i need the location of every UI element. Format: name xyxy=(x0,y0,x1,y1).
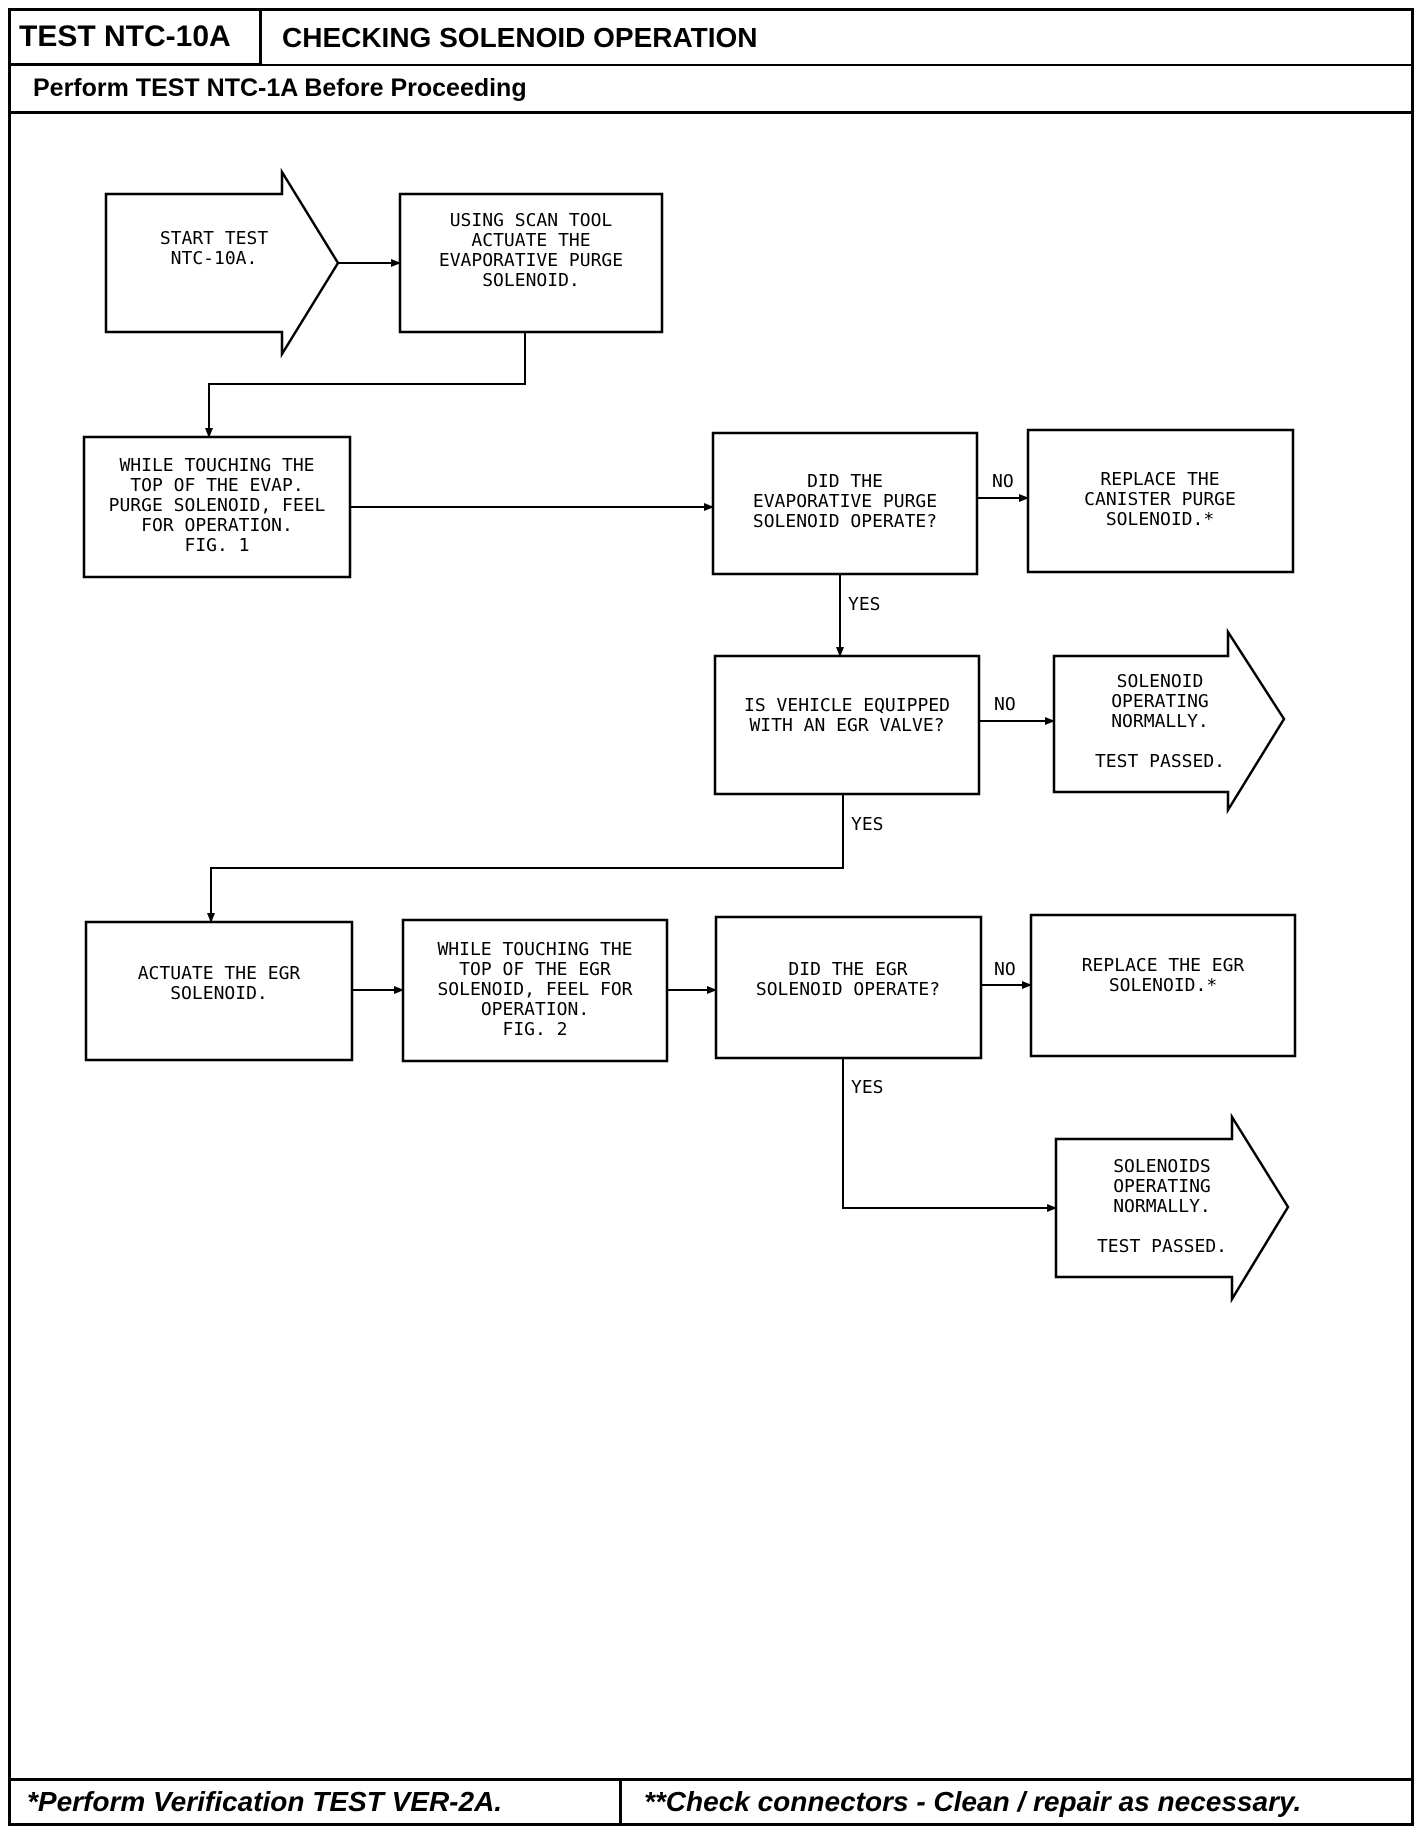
end-solenoid-arrow-shape xyxy=(1052,627,1286,815)
label-no-2: NO xyxy=(994,694,1016,715)
question-egr-equipped-box xyxy=(713,654,981,796)
node-text-line: NTC-10A. xyxy=(171,248,258,269)
node-text-line: NORMALLY. xyxy=(1113,1196,1211,1217)
node-text-line: SOLENOIDS xyxy=(1113,1156,1211,1177)
footer-connector-note: **Check connectors - Clean / repair as n… xyxy=(622,1778,1414,1826)
node-text-line: OPERATION. xyxy=(481,999,589,1020)
connector-actuate-to-touch xyxy=(205,332,526,438)
node-text-line: TEST PASSED. xyxy=(1095,751,1225,772)
node-text-line: TOP OF THE EVAP. xyxy=(130,475,303,496)
node-text-line: ACTUATE THE xyxy=(471,230,590,251)
node-text-line: START TEST xyxy=(160,228,269,249)
node-text-line: REPLACE THE xyxy=(1100,469,1219,490)
footer-verification-note: *Perform Verification TEST VER-2A. xyxy=(8,1778,622,1826)
node-text-line: USING SCAN TOOL xyxy=(450,210,613,231)
label-yes-1: YES xyxy=(848,594,881,615)
node-text-line: CANISTER PURGE xyxy=(1084,489,1236,510)
node-text-line: DID THE xyxy=(807,471,883,492)
node-text-line: NORMALLY. xyxy=(1111,711,1209,732)
node-text-line: ACTUATE THE EGR xyxy=(138,963,301,984)
node-text-line: WITH AN EGR VALVE? xyxy=(749,715,944,736)
node-text-line: OPERATING xyxy=(1113,1176,1211,1197)
node-text-line: IS VEHICLE EQUIPPED xyxy=(744,695,950,716)
node-text-line: SOLENOID.* xyxy=(1109,975,1217,996)
node-text-line: SOLENOID.* xyxy=(1106,509,1214,530)
node-text-line: EVAPORATIVE PURGE xyxy=(439,250,623,271)
end-solenoids-arrow-shape xyxy=(1054,1112,1290,1304)
node-text-line: SOLENOID, FEEL FOR xyxy=(437,979,632,1000)
node-text-line: SOLENOID. xyxy=(482,270,580,291)
node-text-line: REPLACE THE EGR xyxy=(1082,955,1245,976)
node-text-line: PURGE SOLENOID, FEEL xyxy=(109,495,326,516)
start-arrow-shape xyxy=(104,167,340,359)
node-text-line: SOLENOID. xyxy=(170,983,268,1004)
node-text-line: WHILE TOUCHING THE xyxy=(119,455,314,476)
label-yes-3: YES xyxy=(851,1077,884,1098)
test-id: TEST NTC-10A xyxy=(8,8,262,66)
connector-question-egr-yes-end xyxy=(842,1058,1057,1212)
node-text-line xyxy=(1157,1216,1168,1237)
node-text-line: TEST PASSED. xyxy=(1097,1236,1227,1257)
node-text-line: WHILE TOUCHING THE xyxy=(437,939,632,960)
node-text-line: SOLENOID xyxy=(1117,671,1204,692)
prerequisite-note: Perform TEST NTC-1A Before Proceeding xyxy=(8,66,1414,114)
node-text-line: EVAPORATIVE PURGE xyxy=(753,491,937,512)
node-text-line xyxy=(1155,731,1166,752)
test-title: CHECKING SOLENOID OPERATION xyxy=(262,8,1414,66)
node-text-line: FOR OPERATION. xyxy=(141,515,293,536)
connector-equipped-yes-actuate-egr xyxy=(207,794,844,923)
node-text-line: DID THE EGR xyxy=(788,959,907,980)
node-text-line: TOP OF THE EGR xyxy=(459,959,611,980)
node-text-line: SOLENOID OPERATE? xyxy=(753,511,937,532)
label-yes-2: YES xyxy=(851,814,884,835)
node-text-line: SOLENOID OPERATE? xyxy=(756,979,940,1000)
node-text-line: OPERATING xyxy=(1111,691,1209,712)
node-text-line: FIG. 1 xyxy=(184,535,249,556)
label-no-3: NO xyxy=(994,959,1016,980)
label-no-1: NO xyxy=(992,471,1014,492)
node-text-line: FIG. 2 xyxy=(502,1019,567,1040)
